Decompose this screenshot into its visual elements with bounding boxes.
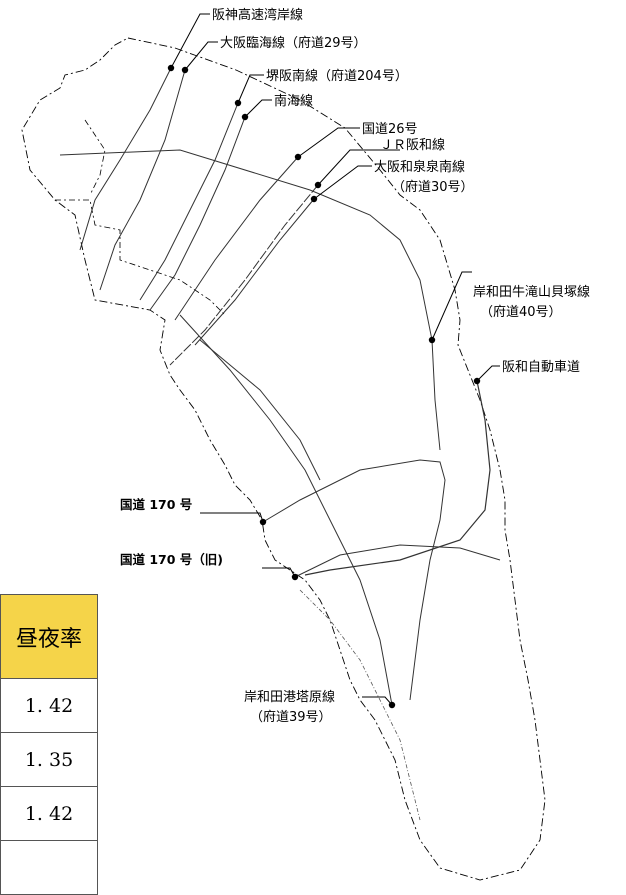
leader-lines: [170, 13, 500, 706]
table-row: 1. 42: [0, 678, 98, 733]
day-night-ratio-table: 昼夜率 1. 42 1. 35 1. 42: [0, 594, 98, 895]
road-river: [299, 589, 421, 821]
road-jr-hanwa: [169, 184, 319, 366]
city-boundary: [21, 37, 546, 881]
table-row: 1. 42: [0, 786, 98, 841]
label-kishiwada-minato-1: 岸和田港塔原線: [244, 689, 335, 705]
road-osaka-wasen: [194, 198, 315, 346]
road-hanwa-expressway: [304, 380, 491, 576]
label-kishiwada-ushitaki-1: 岸和田牛滝山貝塚線: [473, 284, 590, 300]
table-row: 1. 35: [0, 732, 98, 787]
road-kokudo170-old: [294, 544, 501, 578]
road-kokudo26: [174, 156, 299, 321]
label-kishiwada-minato-2: （府道39号）: [250, 710, 332, 725]
label-sakai-hannan: 堺阪南線（府道204号）: [266, 68, 408, 84]
table-cell: [0, 840, 98, 895]
road-kishiwada-minato: [179, 314, 393, 706]
road-kokudo170: [262, 459, 446, 701]
table-cell: 1. 42: [0, 786, 98, 841]
table-header-row: 昼夜率: [0, 594, 98, 679]
coastline: [84, 119, 106, 196]
label-nankai: 南海線: [274, 93, 313, 109]
road-east-west: [59, 149, 441, 451]
label-jr-hanwa: ＪＲ阪和線: [380, 137, 445, 153]
road-kishiwada-ushitaki: [199, 339, 321, 481]
label-osaka-wasen-2: （府道30号）: [392, 180, 474, 195]
coastline: [55, 199, 226, 316]
table-row: [0, 840, 98, 895]
table-cell: 1. 35: [0, 732, 98, 787]
road-hanshin-wangan: [79, 67, 172, 251]
label-osaka-wasen-1: 大阪和泉泉南線: [374, 159, 465, 175]
label-kokudo26: 国道26号: [362, 122, 418, 137]
table-cell: 1. 42: [0, 678, 98, 733]
label-osaka-rinkai: 大阪臨海線（府道29号）: [220, 35, 367, 51]
table-header-cell: 昼夜率: [0, 594, 98, 679]
label-kishiwada-ushitaki-2: （府道40号）: [480, 305, 562, 320]
road-osaka-rinkai: [99, 69, 186, 291]
road-nankai: [149, 116, 246, 311]
label-hanshin-wangan: 阪神高速湾岸線: [212, 7, 303, 23]
road-sakai-hannan: [139, 102, 239, 301]
label-hanwa-expressway: 阪和自動車道: [502, 360, 580, 375]
label-kokudo170: 国道 170 号: [120, 497, 192, 512]
label-kokudo170-old: 国道 170 号（旧): [120, 552, 223, 567]
